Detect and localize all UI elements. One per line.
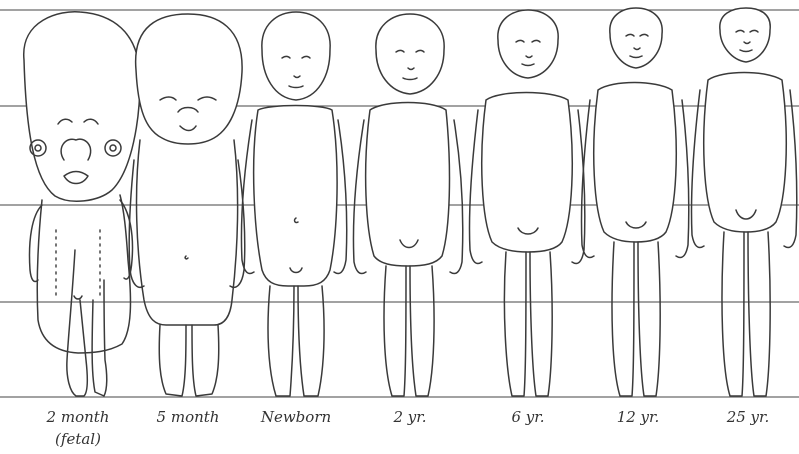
figure-12-yr: [581, 8, 688, 396]
label-2-month-fetal: (fetal): [55, 430, 101, 448]
figure-25-yr: [691, 8, 796, 396]
label-12-yr: 12 yr.: [617, 408, 660, 426]
age-labels: 2 month (fetal) 5 month Newborn 2 yr. 6 …: [46, 408, 770, 448]
label-25-yr: 25 yr.: [726, 408, 770, 426]
figure-2-yr: [353, 14, 462, 396]
label-5-month: 5 month: [157, 408, 220, 426]
label-2-month: 2 month: [46, 408, 110, 426]
label-6-yr: 6 yr.: [511, 408, 544, 426]
label-2-yr: 2 yr.: [392, 408, 426, 426]
label-newborn: Newborn: [260, 408, 331, 426]
figure-2-month-fetal: [24, 12, 140, 396]
figure-newborn: [241, 12, 346, 396]
figure-6-yr: [469, 10, 584, 396]
